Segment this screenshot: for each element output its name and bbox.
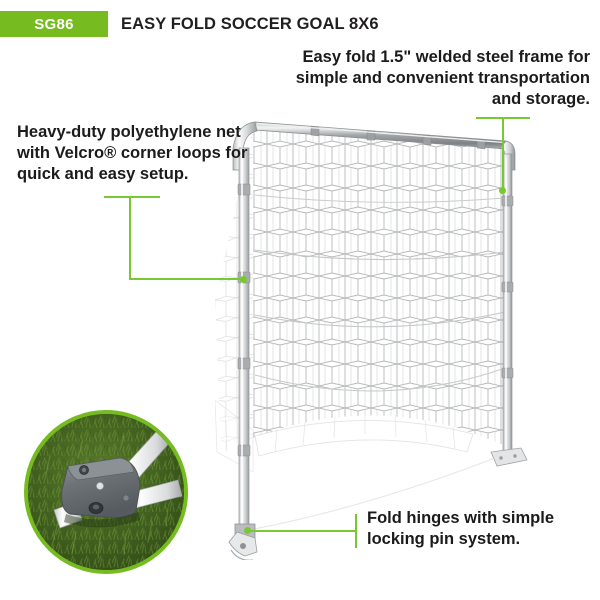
leader-endpoint-net xyxy=(240,276,247,283)
leader-line-frame-stem xyxy=(502,117,504,192)
leader-line-net-stem xyxy=(129,196,131,280)
leader-line-net-bar xyxy=(104,196,160,198)
leader-endpoint-frame xyxy=(499,187,506,194)
header-bar: SG86 EASY FOLD SOCCER GOAL 8X6 xyxy=(0,0,600,48)
callout-net-text: Heavy-duty polyethylene net with Velcro®… xyxy=(17,123,248,183)
leader-line-net-run xyxy=(129,278,245,280)
leader-line-hinge-bar xyxy=(355,514,357,548)
product-illustration xyxy=(215,100,545,560)
leader-line-hinge-run xyxy=(248,530,356,532)
leader-endpoint-hinge xyxy=(244,527,251,534)
page-title: EASY FOLD SOCCER GOAL 8X6 xyxy=(121,14,379,33)
hinge-closeup-inset xyxy=(24,410,188,574)
callout-frame-text: Easy fold 1.5" welded steel frame for si… xyxy=(295,48,590,108)
sku-badge: SG86 xyxy=(0,11,108,37)
callout-hinge-text: Fold hinges with simple locking pin syst… xyxy=(367,509,555,548)
sku-label: SG86 xyxy=(34,15,74,33)
